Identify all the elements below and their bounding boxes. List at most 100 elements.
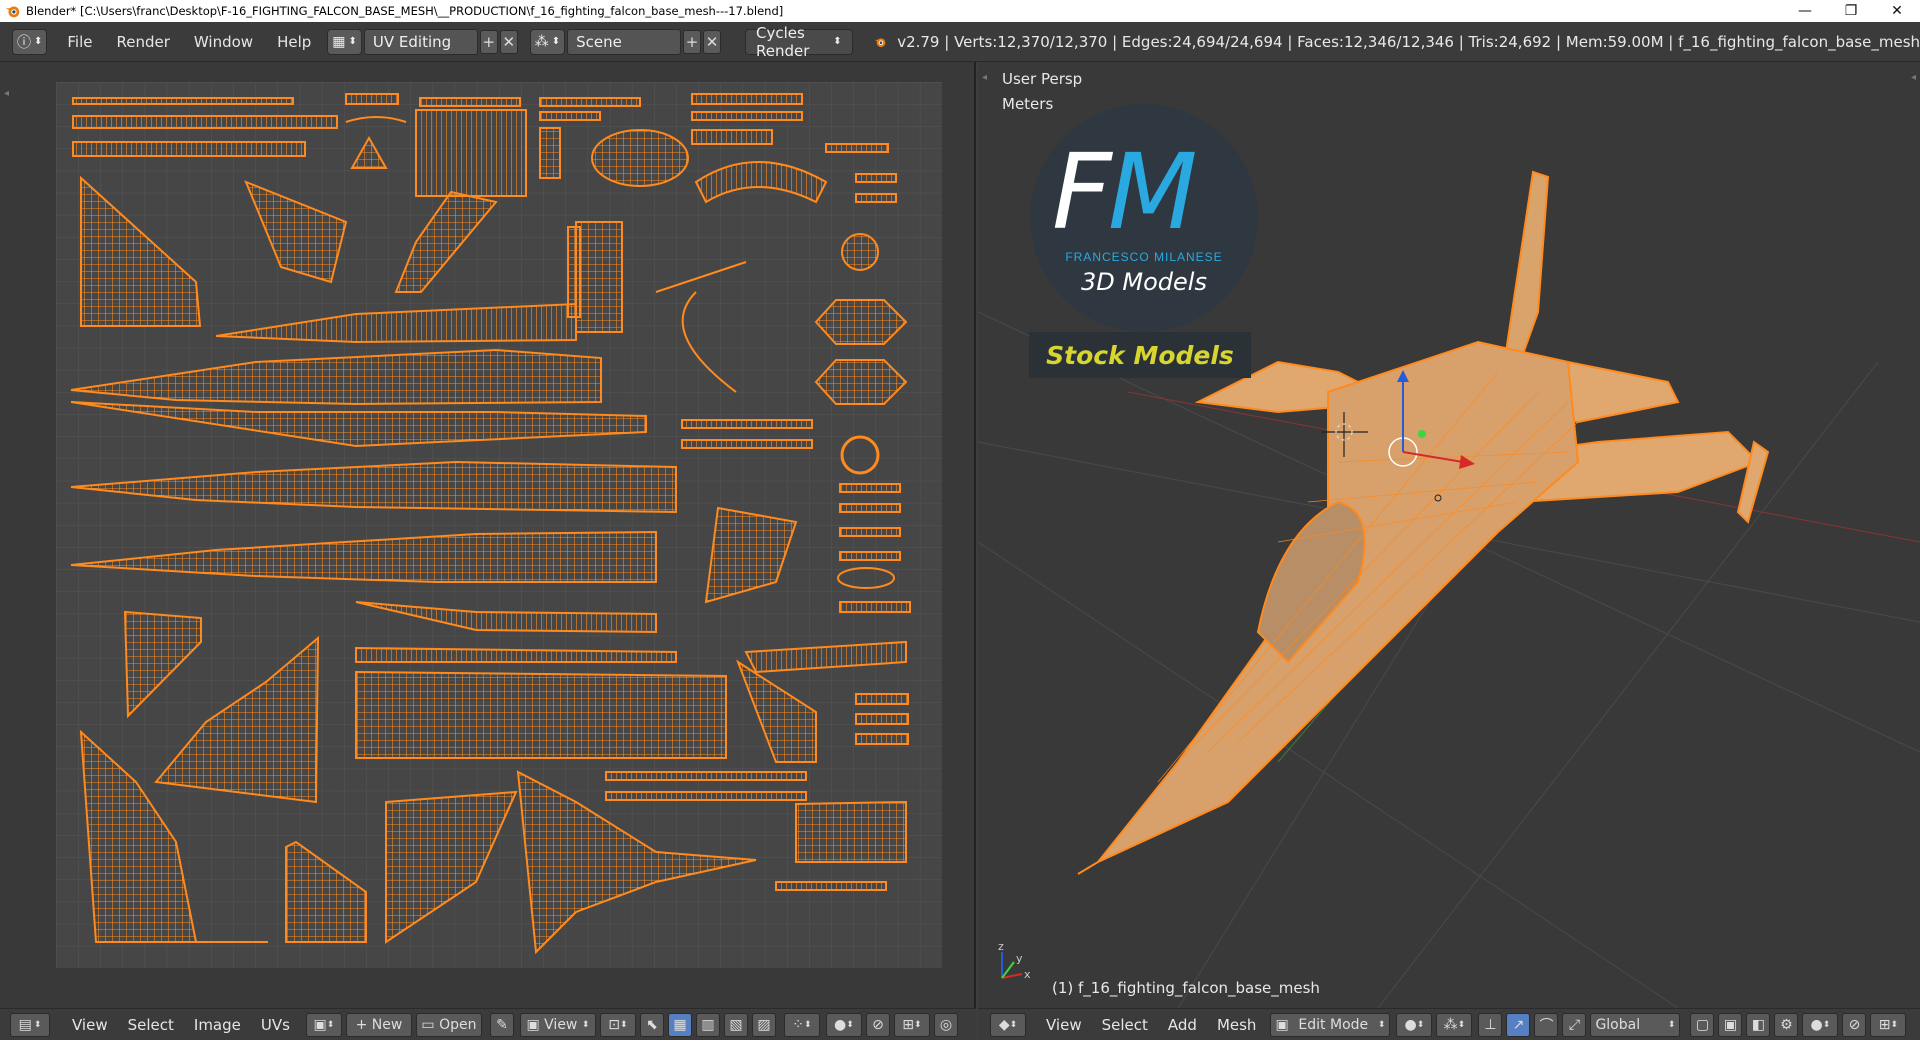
edge-mode-button[interactable]: ▣ [1718, 1012, 1743, 1037]
menu-uvs[interactable]: UVs [260, 1015, 290, 1034]
menu-select[interactable]: Select [1101, 1015, 1148, 1034]
menu-image[interactable]: Image [193, 1015, 241, 1034]
new-image-button[interactable]: + New [345, 1012, 412, 1037]
scene-icon: ⁂ [534, 33, 549, 50]
rotate-manipulator-button[interactable]: ⌒ [1534, 1012, 1559, 1037]
3d-cursor [1321, 412, 1368, 457]
uv-editor-header: ▤⬍ View Select Image UVs ▣⬍ + New ▭ Open… [0, 1008, 976, 1040]
scene-selector-button[interactable]: ⁂⬍ [529, 28, 566, 55]
pin-icon: ✎ [496, 1016, 508, 1033]
face-select-button[interactable]: ▧ [723, 1012, 748, 1037]
transform-gizmo[interactable] [1388, 370, 1475, 502]
editor-type-button[interactable]: ▤⬍ [10, 1012, 50, 1037]
info-header: ⓘ⬍ File Render Window Help ▦⬍ UV Editing… [0, 22, 1920, 62]
snap-icon: ⊘ [1848, 1016, 1861, 1033]
render-slot-button[interactable]: ◎ [933, 1012, 958, 1037]
scene-stats: v2.79 | Verts:12,370/12,370 | Edges:24,6… [897, 32, 1920, 51]
panel-toggle-icon[interactable]: ◂ [4, 88, 10, 99]
axis-widget [1001, 952, 1023, 979]
open-image-button[interactable]: ▭ Open [415, 1012, 482, 1037]
snap-element-icon: ⊞ [902, 1016, 915, 1033]
proportional-edit-dropdown[interactable]: ●⬍ [1802, 1012, 1839, 1037]
menu-view[interactable]: View [1046, 1015, 1082, 1034]
axis-x-label: x [1024, 968, 1031, 981]
menu-view[interactable]: View [72, 1015, 108, 1034]
layer-button[interactable]: ▢ [1690, 1012, 1715, 1037]
manipulator-toggle-button[interactable]: ⊥ [1478, 1012, 1503, 1037]
uv-image-editor[interactable]: ◂ [0, 62, 976, 1008]
view-name: User Persp [1002, 70, 1083, 88]
logo-letter-f: F [1052, 131, 1112, 253]
pivot-dropdown[interactable]: ⊡⬍ [599, 1012, 636, 1037]
layout-icon: ▦ [332, 33, 346, 50]
pivot-icon: ⊡ [608, 1016, 621, 1033]
menu-mesh[interactable]: Mesh [1216, 1015, 1257, 1034]
sync-selection-button[interactable]: ⬉ [639, 1012, 664, 1037]
add-scene-button[interactable]: + [683, 29, 701, 54]
add-layout-button[interactable]: + [479, 29, 498, 54]
uv-canvas[interactable] [56, 82, 942, 968]
edge-select-icon: ▥ [701, 1016, 715, 1033]
menu-select[interactable]: Select [127, 1015, 174, 1034]
editor-type-info-button[interactable]: ⓘ⬍ [12, 28, 48, 55]
scene-field[interactable]: Scene [567, 28, 681, 55]
axis-z-label: z [998, 940, 1004, 953]
snap-toggle-button[interactable]: ⊘ [865, 1012, 890, 1037]
logo-brand: FRANCESCO MILANESE [1065, 250, 1223, 264]
transform-orientation-dropdown[interactable]: Global⬍ [1590, 1012, 1681, 1037]
menu-help[interactable]: Help [277, 32, 312, 51]
proportional-edit-dropdown[interactable]: ●⬍ [825, 1012, 862, 1037]
x-icon: ✕ [502, 32, 516, 51]
menu-render[interactable]: Render [116, 32, 170, 51]
remove-scene-button[interactable]: ✕ [702, 29, 721, 54]
panel-toggle-icon[interactable]: ◂ [982, 72, 988, 83]
image-editor-icon: ▤ [18, 1016, 32, 1033]
folder-icon: ▭ [421, 1016, 435, 1033]
screen-layout-field[interactable]: UV Editing [363, 28, 478, 55]
viewport-scene: z y x [978, 170, 1920, 1008]
translate-manipulator-button[interactable]: ↗ [1506, 1012, 1531, 1037]
mode-dropdown[interactable]: ▣Edit Mode⬍ [1270, 1012, 1391, 1037]
island-select-button[interactable]: ▨ [751, 1012, 776, 1037]
minimize-button[interactable]: — [1798, 3, 1812, 19]
screen-layout-button[interactable]: ▦⬍ [327, 28, 362, 55]
occlude-button[interactable]: ⚙ [1774, 1012, 1799, 1037]
3d-viewport[interactable]: User Persp Meters ◂ ◂ [978, 62, 1920, 1008]
render-engine-label: Cycles Render [755, 23, 810, 60]
render-engine-dropdown[interactable]: Cycles Render⬍ [744, 24, 853, 60]
x-icon: ✕ [705, 32, 719, 51]
logo-letter-m: M [1107, 131, 1198, 253]
proportional-icon: ● [1810, 1016, 1823, 1033]
plus-icon: + [685, 32, 699, 51]
remove-layout-button[interactable]: ✕ [499, 29, 518, 54]
menu-window[interactable]: Window [193, 32, 254, 51]
snap-element-dropdown[interactable]: ⊞⬍ [893, 1012, 930, 1037]
shading-dropdown[interactable]: ●⬍ [1396, 1012, 1433, 1037]
close-button[interactable]: ✕ [1891, 3, 1903, 19]
panel-toggle-icon[interactable]: ◂ [1910, 72, 1916, 83]
snap-element-dropdown[interactable]: ⊞⬍ [1870, 1012, 1907, 1037]
sticky-mode-dropdown[interactable]: ⁘⬍ [783, 1012, 820, 1037]
fm-logo: FM FRANCESCO MILANESE 3D Models [1030, 104, 1258, 332]
maximize-button[interactable]: ❐ [1844, 3, 1858, 19]
active-object-label: (1) f_16_fighting_falcon_base_mesh [1052, 979, 1320, 997]
view-mode-dropdown[interactable]: ▣ View ⬍ [519, 1012, 596, 1037]
solid-shading-icon: ● [1404, 1016, 1417, 1033]
uv-islands [70, 93, 911, 955]
3d-view-icon: ◆ [998, 1016, 1010, 1033]
vertex-select-button[interactable]: ▦ [667, 1012, 692, 1037]
editor-type-button[interactable]: ◆⬍ [990, 1012, 1026, 1037]
edge-select-button[interactable]: ▥ [695, 1012, 720, 1037]
3d-view-header: ◆⬍ View Select Add Mesh ▣Edit Mode⬍ ●⬍ ⁂… [978, 1008, 1920, 1040]
snap-icon: ⊘ [872, 1016, 884, 1033]
image-browse-button[interactable]: ▣⬍ [305, 1012, 342, 1037]
pivot-dropdown[interactable]: ⁂⬍ [1436, 1012, 1473, 1037]
island-select-icon: ▨ [757, 1016, 771, 1033]
menu-file[interactable]: File [67, 32, 93, 51]
pin-button[interactable]: ✎ [489, 1012, 514, 1037]
menu-add[interactable]: Add [1167, 1015, 1197, 1034]
scale-manipulator-button[interactable]: ⤢ [1562, 1012, 1587, 1037]
snap-toggle-button[interactable]: ⊘ [1842, 1012, 1867, 1037]
face-mode-button[interactable]: ◧ [1746, 1012, 1771, 1037]
